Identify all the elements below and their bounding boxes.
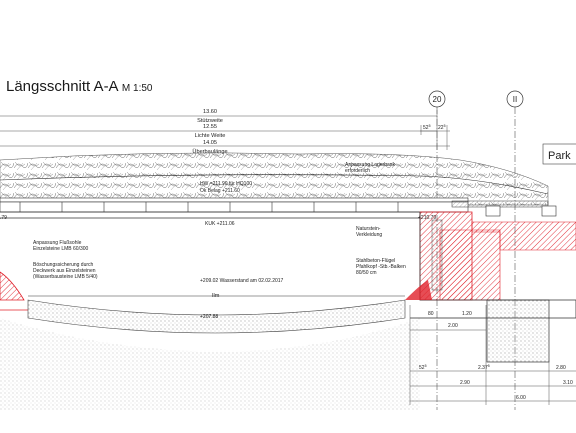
dim-lichte-weite-value: 12.55 bbox=[203, 124, 217, 130]
anpassung-lagerbank-1: Anpassung Lagerbank bbox=[345, 162, 396, 168]
title-scale: M 1:50 bbox=[121, 83, 153, 94]
bridge-deck bbox=[0, 197, 469, 219]
dim-600: 6.00 bbox=[516, 395, 526, 401]
dim-120: 1.20 bbox=[462, 311, 472, 317]
river-bed bbox=[0, 295, 420, 410]
hw-level: HW =211.90 für HQ100 bbox=[200, 181, 252, 187]
ok-belag-level: Ok Belag +211.60 bbox=[200, 188, 240, 194]
top-dimensions: 13.60 Stützweite 12.55 Lichte Weite 14.0… bbox=[0, 109, 450, 155]
naturstein-1: Naturstein- bbox=[356, 226, 381, 232]
park-label-box bbox=[542, 143, 576, 165]
stahlbeton-3: 80/50 cm bbox=[356, 270, 377, 276]
title-main: Längsschnitt A-A bbox=[6, 78, 118, 95]
river-name: Ilm bbox=[212, 293, 220, 299]
dim-310: 3.10 bbox=[563, 380, 573, 386]
stahlbeton-2: Pfahlkopf -Stb.-Balken bbox=[356, 264, 406, 270]
drawing-title: Längsschnitt A-A M 1:50 bbox=[6, 78, 153, 95]
dim-stuetzweite-value: 13.60 bbox=[203, 109, 217, 115]
boeschung-3: (Wasserbausteine LMB 5/40) bbox=[33, 274, 98, 280]
bridge-railing bbox=[0, 152, 549, 206]
dim-small-b: 225 bbox=[438, 124, 446, 131]
dim-52: 525 bbox=[419, 364, 427, 371]
dim-stuetzweite-label: Stützweite bbox=[197, 118, 223, 124]
level-annotations: .79 +210.79 HW =211.90 für HQ100 Ok Bela… bbox=[0, 162, 436, 320]
naturstein-2: Verkleidung bbox=[356, 232, 382, 238]
sohle-level: +207.88 bbox=[200, 314, 218, 320]
dim-lichte-weite-label: Lichte Weite bbox=[195, 133, 226, 139]
left-abutment bbox=[0, 271, 25, 301]
kuk-level: KUK +211.06 bbox=[205, 221, 235, 227]
left-level: .79 bbox=[0, 215, 7, 221]
dim-ueberbaulaenge-label: Überbaulänge bbox=[192, 148, 227, 155]
bottom-dimensions: 80 1.20 2.00 525 2.375 2.80 2.90 3.10 6.… bbox=[409, 305, 576, 405]
right-level: +210.79 bbox=[418, 215, 436, 221]
axis-II-label: II bbox=[513, 95, 517, 104]
dim-small-a: 525 bbox=[423, 124, 431, 131]
dim-80: 80 bbox=[428, 311, 434, 317]
dim-290: 2.90 bbox=[460, 380, 470, 386]
right-abutment bbox=[405, 200, 576, 363]
park-label: Park bbox=[548, 150, 571, 162]
boeschung-2: Deckwerk aus Einzelsteinen bbox=[33, 268, 96, 274]
dim-280: 2.80 bbox=[556, 365, 566, 371]
dim-ueberbaulaenge-value: 14.05 bbox=[203, 140, 217, 146]
wasserstand: +209.02 Wasserstand am 02.02.2017 bbox=[200, 278, 284, 284]
flusssohle-1: Anpassung Flußsohle bbox=[33, 240, 82, 246]
flusssohle-2: Einzelsteine LMB 60/300 bbox=[33, 246, 89, 252]
dim-237: 2.375 bbox=[478, 364, 490, 371]
boeschung-1: Böschungssicherung durch bbox=[33, 262, 94, 268]
dim-200: 2.00 bbox=[448, 323, 458, 329]
axis-20-label: 20 bbox=[433, 95, 442, 104]
anpassung-lagerbank-2: erforderlich bbox=[345, 168, 370, 174]
stahlbeton-1: Stahlbeton-Flügel bbox=[356, 258, 395, 264]
